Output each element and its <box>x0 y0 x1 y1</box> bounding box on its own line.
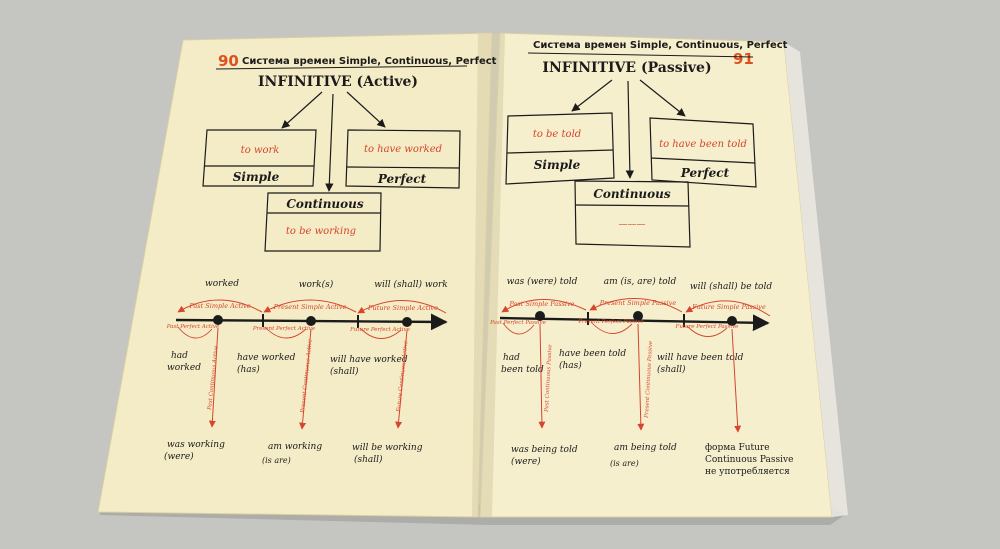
left-cont-form-future-sub: (shall) <box>354 454 383 465</box>
right-page-number: 91 <box>733 50 754 68</box>
left-simple-box: to work Simple <box>202 129 317 187</box>
right-perfect-form-present-main: have been told <box>559 349 626 359</box>
left-perfect-form-future-main: will have worked <box>330 355 408 365</box>
left-point-past <box>213 315 223 325</box>
right-perfect-label: Perfect <box>680 166 730 180</box>
right-arc-past-perfect: Past Perfect Passive <box>489 320 546 326</box>
right-top-form-future: will (shall) be told <box>690 281 772 292</box>
right-simple-box: to be told Simple <box>505 112 615 185</box>
right-title: INFINITIVE (Passive) <box>542 60 711 76</box>
right-point-present <box>633 311 643 321</box>
left-title: INFINITIVE (Active) <box>258 74 418 90</box>
left-page-number: 90 <box>218 52 239 70</box>
right-note-line2: Continuous Passive <box>705 455 793 465</box>
right-cont-form-present-main: am being told <box>614 443 677 453</box>
left-page-content: 90 Система времен Simple, Continuous, Pe… <box>164 52 497 465</box>
right-perfect-form-past-sub: been told <box>501 365 544 375</box>
left-perfect-form-present-main: have worked <box>237 353 296 363</box>
right-perfect-form-future-sub: (shall) <box>657 364 686 375</box>
left-point-present <box>306 316 316 326</box>
left-continuous-form: to be working <box>286 226 356 237</box>
right-cont-form-present-sub: (is are) <box>610 459 639 468</box>
right-top-form-past: was (were) told <box>507 276 578 287</box>
left-arc-future-perfect: Future Perfect Active <box>349 327 411 333</box>
left-perfect-form-past-sub: worked <box>167 363 201 373</box>
right-arc-present-perfect: Present Perfect Passive <box>577 319 644 325</box>
left-cont-form-present-main: am working <box>268 442 322 452</box>
right-note-line1: форма Future <box>705 443 770 453</box>
right-continuous-box: Continuous ——— <box>574 180 691 248</box>
right-perfect-form: to have been told <box>659 139 747 150</box>
left-perfect-form-future-sub: (shall) <box>330 366 359 377</box>
left-perfect-form-present-sub: (has) <box>237 364 260 375</box>
right-continuous-label: Continuous <box>593 187 671 201</box>
left-top-form-present: work(s) <box>299 279 334 290</box>
left-simple-form: to work <box>241 145 280 156</box>
left-point-future <box>402 317 412 327</box>
left-perfect-form-past-main: had <box>171 351 188 361</box>
right-point-past <box>535 311 545 321</box>
left-perfect-box: to have worked Perfect <box>345 129 461 189</box>
right-side-past-continuous: Past Continuous Passive <box>544 344 554 414</box>
left-arc-future-simple: Future Simple Active <box>367 304 438 312</box>
right-arc-future-perfect: Future Perfect Passive <box>675 324 740 330</box>
left-top-form-future: will (shall) work <box>374 279 448 290</box>
right-arc-future-simple: Future Simple Passive <box>691 303 766 311</box>
right-page-header: Система времен Simple, Continuous, Perfe… <box>533 40 788 51</box>
left-perfect-form: to have worked <box>364 144 442 155</box>
right-perfect-form-present-sub: (has) <box>559 360 582 371</box>
right-perfect-form-future-main: will have been told <box>657 353 744 363</box>
right-cont-form-past-sub: (were) <box>511 456 541 467</box>
right-timeline <box>499 314 770 332</box>
left-page-header: Система времен Simple, Continuous, Perfe… <box>242 56 497 67</box>
right-arc-past-simple: Past Simple Passive <box>508 300 574 308</box>
left-continuous-label: Continuous <box>286 197 364 211</box>
left-arc-past-perfect: Past Perfect Active <box>166 324 220 330</box>
right-simple-form: to be told <box>533 129 581 140</box>
left-continuous-box: Continuous to be working <box>264 192 382 252</box>
right-point-future <box>727 316 737 326</box>
left-perfect-label: Perfect <box>377 172 427 186</box>
left-cont-form-future-main: will be working <box>352 443 423 453</box>
right-note-line3: не употребляется <box>705 466 790 477</box>
right-top-form-present: am (is, are) told <box>604 276 677 287</box>
left-arc-present-perfect: Present Perfect Active <box>252 326 316 332</box>
left-arc-present-simple: Present Simple Active <box>273 303 347 311</box>
right-arc-present-simple: Present Simple Passive <box>599 299 677 307</box>
right-perfect-form-past-main: had <box>503 353 520 363</box>
left-arc-past-simple: Past Simple Active <box>188 302 251 310</box>
right-simple-label: Simple <box>534 158 581 172</box>
left-top-form-past: worked <box>205 279 239 289</box>
left-cont-form-past-sub: (were) <box>164 451 194 462</box>
right-cont-form-past-main: was being told <box>511 445 578 455</box>
right-side-present-continuous: Present Continuous Passive <box>644 340 654 419</box>
right-perfect-box: to have been told Perfect <box>649 117 757 188</box>
left-simple-label: Simple <box>233 170 280 184</box>
right-continuous-form: ——— <box>619 220 646 230</box>
left-cont-form-past-main: was working <box>167 440 225 450</box>
right-page-content: Система времен Simple, Continuous, Perfe… <box>489 40 793 477</box>
left-cont-form-present-sub: (is are) <box>262 456 291 465</box>
